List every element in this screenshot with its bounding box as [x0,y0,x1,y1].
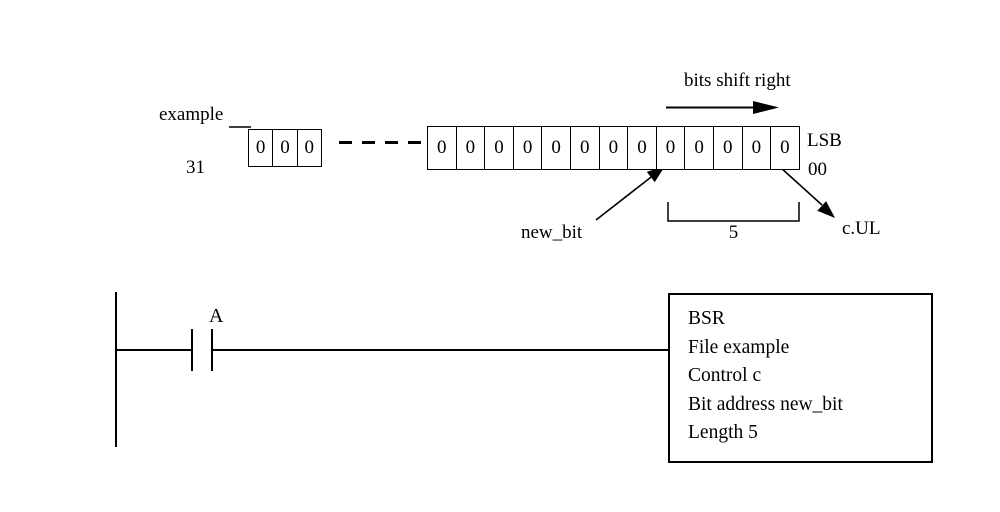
contact-symbol [191,329,213,371]
bit-cell: 0 [714,127,743,169]
unload-bit-arrow [779,166,835,218]
bit-cell: 0 [780,137,790,158]
lsb-bit-cells: 0 0 0 0 0 0 0 0 0 0 0 0 0 [427,126,800,170]
instruction-bit-address: Bit address new_bit [688,393,843,415]
bit-cell: 0 [457,127,486,169]
new-bit-arrow [595,166,665,221]
instruction-length: Length 5 [688,422,758,444]
bit-cell: 0 [428,127,457,169]
bit-cell: 0 [657,127,686,169]
group-length-label: 5 [728,222,739,243]
instruction-file: File example [688,336,790,358]
msb-bit-number-label: 31 [186,157,205,178]
lsb-label: LSB [807,130,842,151]
bit-cell: 0 [485,127,514,169]
unload-bit-label: c.UL [842,218,881,239]
shift-direction-label: bits shift right [684,70,791,91]
msb-bit-cells: 0 0 0 [248,129,322,167]
bit-cell: 0 [542,127,571,169]
bit-cell: 0 [743,127,772,169]
bit-cell: 0 [249,130,274,166]
instruction-control: Control c [688,365,762,387]
length-bracket [667,202,800,222]
register-continuation-dashes [339,141,422,144]
contact-label: A [209,305,224,327]
bit-cell: 0 [628,127,657,169]
lsb-bit-number-label: 00 [808,159,827,180]
shift-right-arrow [666,101,779,114]
bsr-instruction-box: BSR File example Control c Bit address n… [668,293,933,463]
new-bit-label: new_bit [521,222,583,243]
bit-cell: 0 [685,127,714,169]
instruction-name: BSR [688,308,725,329]
bit-cell: 0 [600,127,629,169]
bit-cell: 0 [514,127,543,169]
register-name-label: example [159,104,224,125]
bit-cell: 0 [571,127,600,169]
bit-cell: 0 [273,130,298,166]
bit-cell: 0 [304,137,314,158]
